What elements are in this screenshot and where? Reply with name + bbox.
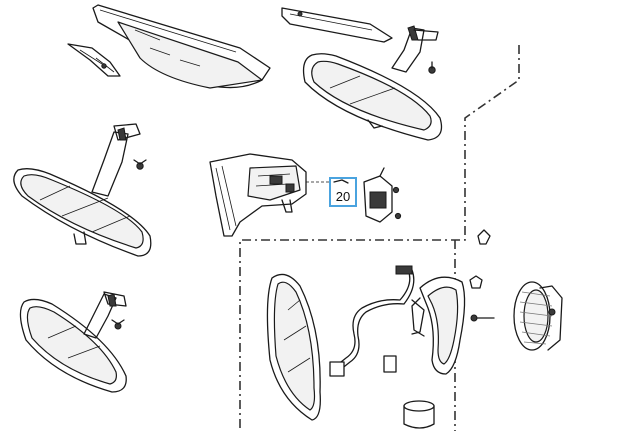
upper-mount-plate bbox=[281, 7, 393, 43]
rubber-damper bbox=[403, 400, 435, 429]
grommet-right bbox=[469, 229, 491, 289]
screw-bottom-left bbox=[111, 319, 125, 330]
mirror-housing bbox=[209, 153, 307, 237]
pivot-spring-assembly bbox=[513, 281, 563, 351]
screw-top bbox=[428, 61, 436, 74]
callout-clip-glyph bbox=[333, 179, 349, 184]
mirror-base-cover bbox=[411, 276, 466, 375]
bolt bbox=[470, 314, 495, 322]
overhead-housing-cover bbox=[92, 4, 271, 89]
rear-view-mirror-bottom-left bbox=[19, 291, 127, 393]
rear-view-mirror-top-right bbox=[302, 25, 443, 141]
callout-label: 20 bbox=[336, 189, 350, 204]
rear-view-mirror-left bbox=[13, 123, 152, 257]
mirror-glass bbox=[266, 273, 321, 421]
mounting-bracket bbox=[67, 43, 121, 77]
callout-box bbox=[329, 177, 357, 207]
wire-harness bbox=[329, 265, 425, 377]
mirror-actuator bbox=[363, 167, 402, 223]
part-callout: 20 bbox=[329, 177, 357, 207]
screw-left bbox=[133, 159, 147, 170]
